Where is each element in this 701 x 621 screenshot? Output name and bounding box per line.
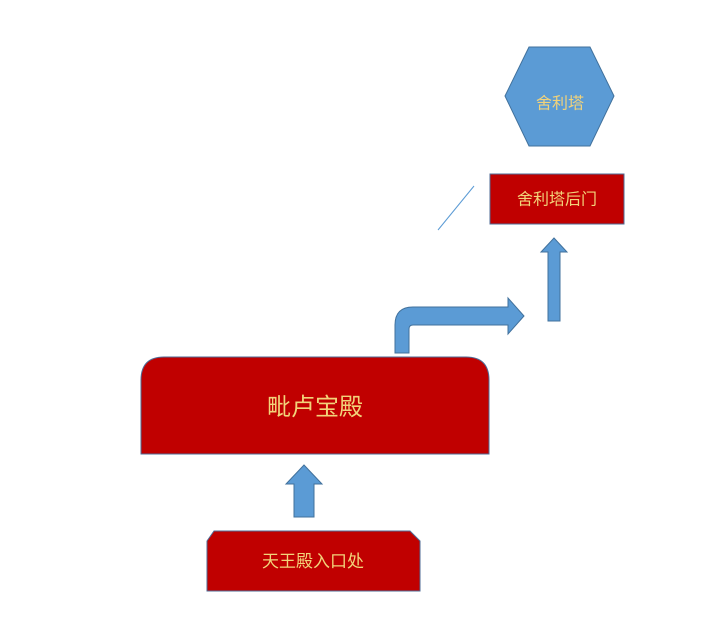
main-hall-label: 毗卢宝殿 <box>267 393 363 421</box>
bent-arrow-to-back-gate <box>394 296 525 354</box>
pagoda-back-gate-label: 舍利塔后门 <box>517 190 597 209</box>
pagoda-node: 舍利塔 <box>504 46 615 147</box>
diagonal-connector-line <box>437 185 475 231</box>
arrow-up-to-back-gate <box>539 237 569 322</box>
pagoda-hexagon <box>504 46 615 147</box>
entrance-node: 天王殿入口处 <box>206 530 421 592</box>
main-hall-node: 毗卢宝殿 <box>140 356 490 455</box>
entrance-label: 天王殿入口处 <box>262 552 364 572</box>
pagoda-back-gate-box <box>489 173 625 225</box>
entrance-box <box>206 530 421 592</box>
pagoda-label: 舍利塔 <box>536 94 584 113</box>
arrow-up-to-main-hall <box>284 464 324 518</box>
pagoda-back-gate-node: 舍利塔后门 <box>489 173 625 225</box>
main-hall-box <box>140 356 490 455</box>
